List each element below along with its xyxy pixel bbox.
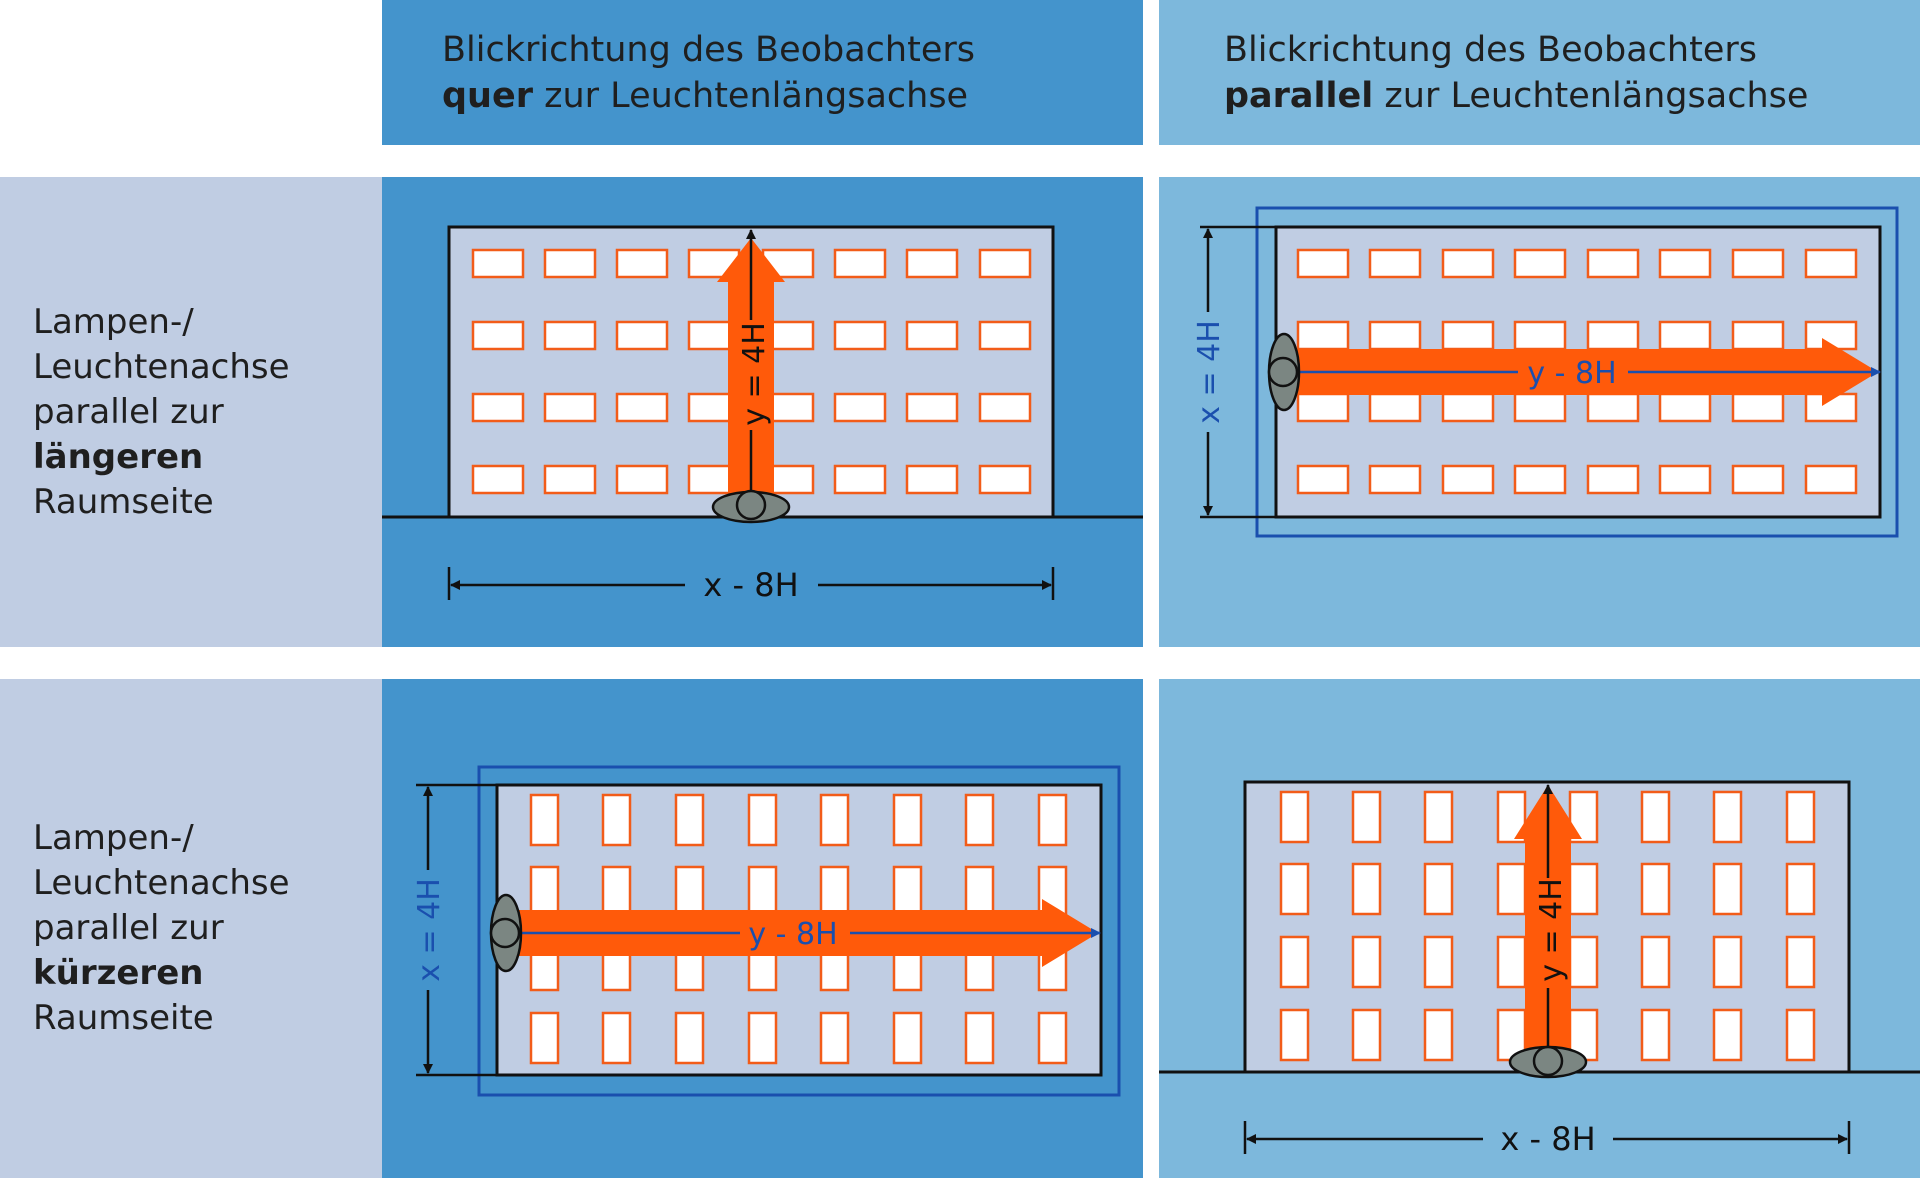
row2-line1: Lampen-/	[33, 818, 194, 858]
row-label-laengeren: Lampen-/ Leuchtenachse parallel zur läng…	[0, 177, 382, 647]
row2-bold: kürzeren	[33, 953, 204, 993]
observer-icon	[489, 893, 523, 973]
luminaires-1	[471, 248, 1032, 495]
header-quer: Blickrichtung des Beobachters quer zur L…	[382, 0, 1143, 145]
row1-bold: längeren	[33, 436, 204, 477]
observer-icon	[1508, 1045, 1588, 1079]
header-parallel-bold: parallel	[1224, 75, 1374, 116]
p2-dim-label: x = 4H	[1192, 320, 1227, 424]
row1-line1: Lampen-/	[33, 301, 194, 342]
observer-icon	[1267, 332, 1301, 412]
p1-dim-label: x - 8H	[703, 566, 798, 604]
p4-arrow-label: y = 4H	[1534, 878, 1569, 982]
header-parallel: Blickrichtung des Beobachters parallel z…	[1159, 0, 1920, 145]
row2-line3: parallel zur	[33, 908, 224, 948]
row1-line2: Leuchtenachse	[33, 346, 290, 387]
luminaires-4	[1279, 790, 1816, 1062]
row2-line2: Leuchtenachse	[33, 863, 290, 903]
view-arrow-3	[510, 899, 1098, 967]
header-quer-line1: Blickrichtung des Beobachters	[442, 29, 975, 70]
p1-arrow-label: y = 4H	[737, 322, 772, 426]
panel-3: y - 8H x = 4H	[412, 765, 1121, 1097]
p3-dim-label: x = 4H	[412, 878, 447, 982]
p2-arrow-label: y - 8H	[1527, 356, 1616, 391]
header-quer-line2: quer zur Leuchtenlängsachse	[442, 73, 1143, 119]
view-arrow-2	[1288, 338, 1878, 406]
row1-line3: parallel zur	[33, 391, 224, 432]
observer-icon	[711, 489, 791, 524]
header-quer-bold: quer	[442, 75, 533, 116]
p4-dim-label: x - 8H	[1500, 1120, 1595, 1158]
header-parallel-line2: parallel zur Leuchtenlängsachse	[1224, 73, 1920, 119]
row-label-kuerzeren: Lampen-/ Leuchtenachse parallel zur kürz…	[0, 679, 382, 1178]
p3-arrow-label: y - 8H	[748, 917, 837, 952]
row2-line5: Raumseite	[33, 998, 214, 1038]
row1-line5: Raumseite	[33, 481, 214, 522]
luminaires-3	[529, 793, 1068, 1065]
panel-1: y = 4H x - 8H	[382, 225, 1143, 604]
luminaires-2	[1296, 248, 1858, 495]
header-parallel-rest: zur Leuchtenlängsachse	[1373, 75, 1809, 116]
panel-2: y - 8H x = 4H	[1192, 206, 1899, 538]
header-quer-rest: zur Leuchtenlängsachse	[532, 75, 969, 116]
header-parallel-line1: Blickrichtung des Beobachters	[1224, 29, 1757, 70]
panel-4: y = 4H x - 8H	[1159, 780, 1920, 1158]
